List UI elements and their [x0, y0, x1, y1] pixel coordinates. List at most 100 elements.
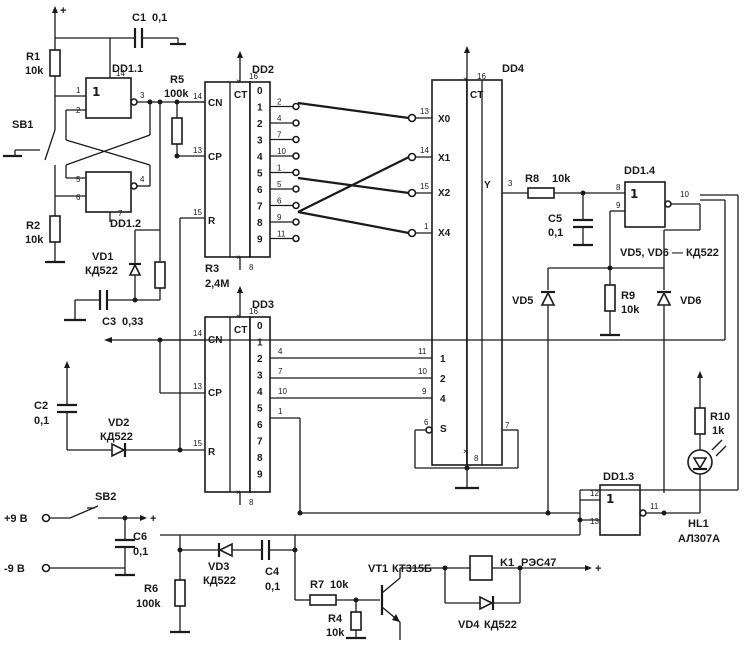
dd3-out-1: 1: [257, 338, 263, 349]
dd4-s: S: [440, 424, 447, 435]
capacitor-c1: C1 0,1: [132, 12, 186, 48]
c3-ref: C3: [102, 316, 116, 328]
dd3-out-4: 4: [257, 387, 263, 398]
vd2-value: КД522: [100, 431, 133, 443]
vd2-ref: VD2: [108, 417, 129, 429]
c5-ref: C5: [548, 213, 562, 225]
c2-value: 0,1: [34, 415, 49, 427]
supply-neg-label: -9 В: [4, 563, 25, 575]
dd2-out-5: 5: [257, 169, 263, 180]
input-trigger-section: + C1 0,1 R1 10k: [3, 5, 229, 328]
dd4-pin10: 10: [418, 367, 427, 376]
reset-network: C2 0,1 VD2 КД522: [34, 361, 180, 458]
dd2-out-1: 1: [257, 103, 263, 114]
vd56-note: VD5, VD6 — КД522: [620, 247, 719, 259]
k1-plus: +: [595, 563, 601, 575]
dd3-out-3: 3: [257, 371, 263, 382]
vd1-ref: VD1: [92, 251, 113, 263]
vd3-ref: VD3: [208, 561, 229, 573]
c2-ref: C2: [34, 400, 48, 412]
svg-text:×: ×: [236, 312, 241, 321]
dd1-2-pin5: 5: [76, 175, 81, 184]
vd1-value: КД522: [85, 265, 118, 277]
dd2-cp: CP: [208, 152, 222, 163]
dd4-x4: X4: [438, 228, 451, 239]
k1-ref: K1: [500, 557, 514, 569]
sb1-ref: SB1: [12, 119, 33, 131]
svg-text:×: ×: [236, 77, 241, 86]
dd2-out-0: 0: [257, 86, 263, 97]
r8-value: 10k: [552, 173, 571, 185]
dd2-out-pin-9: 11: [277, 230, 286, 239]
resistor-r5: R5 100k: [164, 74, 205, 157]
gate-dd1-1: 1 DD1.1 1 2 3 14: [66, 62, 145, 119]
r8-ref: R8: [525, 173, 539, 185]
dd1-4-pin10: 10: [680, 190, 689, 199]
dd2-out-8: 8: [257, 218, 263, 229]
dd2-out-terminal-8: [292, 218, 300, 226]
dd2-out-terminal-4: [292, 152, 300, 160]
dd4-pin14: 14: [420, 146, 429, 155]
dd1-1-pin1: 1: [76, 86, 81, 95]
dd2-out-pin-6: 5: [277, 180, 282, 189]
dd2-ct: CT: [234, 90, 247, 101]
c6-ref: C6: [133, 531, 147, 543]
dd2-out-9: 9: [257, 235, 263, 246]
dd2-out-terminal-2: [292, 119, 300, 127]
dd4-pin16: 16: [477, 72, 486, 81]
dd2-out-pin-7: 6: [277, 197, 282, 206]
dd2-out-terminal-9: [292, 234, 300, 243]
r10-ref: R10: [710, 411, 730, 423]
dd1-3-pin12: 12: [590, 489, 599, 498]
r9-value: 10k: [621, 304, 640, 316]
r10-value: 1k: [712, 425, 725, 437]
dd2-out-terminal-3: [292, 135, 300, 144]
dd1-4-pin9: 9: [616, 201, 621, 210]
dd3-pin14: 14: [193, 329, 202, 338]
supply-pos-label: +9 В: [4, 513, 28, 525]
dd4-pin13: 13: [420, 107, 429, 116]
dd3-ct: CT: [234, 325, 247, 336]
k1-value: РЭС47: [521, 557, 556, 569]
dd2-cn: CN: [208, 98, 222, 109]
c1-value: 0,1: [152, 12, 167, 24]
dd2-out-pin-8: 9: [277, 213, 282, 222]
dd2-pin13: 13: [193, 146, 202, 155]
dd3-pin16: 16: [249, 307, 258, 316]
dd2-pin16: 16: [249, 72, 258, 81]
r1-value: 10k: [25, 65, 44, 77]
dd3-out-5: 5: [257, 404, 263, 415]
svg-text:×: ×: [463, 447, 468, 456]
dd3-out-9: 9: [257, 470, 263, 481]
dd1-2-pin4: 4: [140, 175, 145, 184]
dd2-pin8: 8: [249, 263, 254, 272]
r6-value: 100k: [136, 598, 161, 610]
diode-vd1: VD1 КД522: [85, 230, 142, 300]
r2-ref: R2: [26, 220, 40, 232]
dd3-pin15: 15: [193, 439, 202, 448]
switch-sb1: SB1: [3, 96, 56, 196]
svg-text:×: ×: [463, 75, 468, 84]
dd3-out-0: 0: [257, 321, 263, 332]
chip-dd4: DD4 CT Y S X0 X1 X2 X4 13 14 15 1 1 2 4 …: [270, 46, 525, 513]
capacitor-c3: C3 0,33: [64, 290, 160, 328]
supply-plus-label: +: [60, 5, 66, 17]
dd3-pin13: 13: [193, 382, 202, 391]
resistor-r2: R2 10k: [25, 196, 65, 264]
sb2-plus: +: [150, 513, 156, 525]
r6-ref: R6: [144, 583, 158, 595]
dd2-out-terminal-1: [292, 102, 300, 111]
c4-value: 0,1: [265, 581, 280, 593]
dd2-out-pin-4: 10: [277, 147, 286, 156]
vt1-value: КТ315Б: [392, 563, 432, 575]
r1-ref: R1: [26, 51, 40, 63]
dd4-ref: DD4: [502, 63, 525, 75]
vd4-ref: VD4: [458, 619, 480, 631]
vd4-value: КД522: [484, 619, 517, 631]
dd4-a4: 4: [440, 394, 446, 405]
dd4-a2: 2: [440, 374, 446, 385]
dd1-1-pin14: 14: [116, 69, 125, 78]
dd1-1-symbol: 1: [92, 85, 100, 99]
